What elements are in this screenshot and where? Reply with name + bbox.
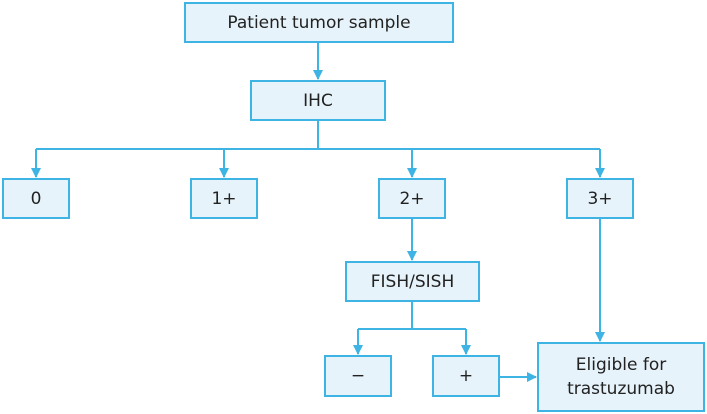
node-fish-sish: FISH/SISH [345,261,480,302]
node-score-1plus-label: 1+ [211,188,237,209]
node-eligible-for-trastuzumab: Eligible for trastuzumab [537,342,705,412]
node-fish-sish-label: FISH/SISH [370,271,455,292]
node-score-2plus-label: 2+ [399,188,425,209]
node-patient-tumor-sample: Patient tumor sample [184,2,454,43]
node-score-0-label: 0 [30,188,42,209]
node-patient-tumor-sample-label: Patient tumor sample [227,12,411,33]
node-score-0: 0 [2,178,70,219]
node-ihc-label: IHC [303,90,333,111]
node-ihc: IHC [250,80,386,121]
node-positive: + [432,355,500,397]
node-score-3plus-label: 3+ [587,188,613,209]
node-score-1plus: 1+ [190,178,258,219]
node-score-3plus: 3+ [566,178,634,219]
node-negative-label: − [350,366,366,386]
node-score-2plus: 2+ [378,178,446,219]
node-positive-label: + [458,366,474,386]
node-negative: − [324,355,392,397]
node-eligible-for-trastuzumab-label: Eligible for trastuzumab [567,355,675,399]
